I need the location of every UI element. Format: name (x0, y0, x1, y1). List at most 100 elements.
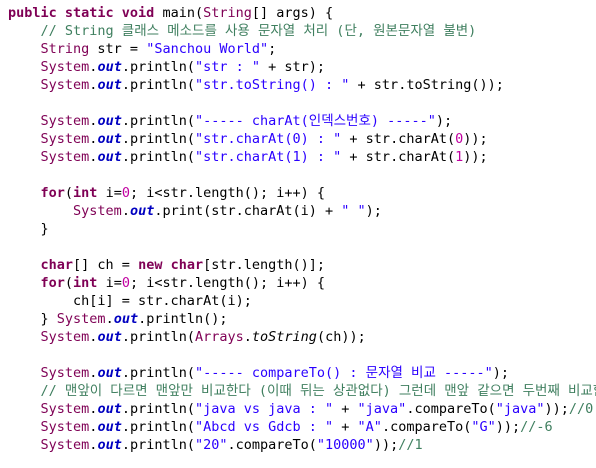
string-literal: "----- charAt(인덱스번호) -----" (194, 113, 436, 129)
string-literal: "str : " (194, 59, 261, 75)
code-line (8, 166, 596, 184)
code-token: .println( (121, 365, 195, 381)
code-token: + (333, 401, 358, 417)
code-token (8, 401, 41, 417)
keyword-token: int (73, 185, 98, 201)
static-field-token: out (97, 131, 122, 147)
code-line: for(int i=0; i<str.length(); i++) { (8, 184, 596, 202)
string-literal: "str.charAt(1) : " (194, 149, 342, 165)
static-field-token: out (97, 365, 122, 381)
code-token: str = (89, 41, 147, 57)
code-token (8, 23, 41, 39)
code-token: .println( (121, 149, 195, 165)
code-token (8, 185, 41, 201)
code-token: . (89, 365, 98, 381)
code-token: (ch)); (316, 329, 366, 345)
type-token: System (73, 203, 122, 219)
code-token: . (89, 59, 98, 75)
code-token: . (89, 419, 98, 435)
string-literal: "java" (357, 401, 407, 417)
static-field-token: out (97, 113, 122, 129)
code-token (8, 383, 41, 399)
code-line: public static void main(String[] args) { (8, 4, 596, 22)
code-token: . (89, 329, 98, 345)
type-token: System (40, 365, 90, 381)
code-token: . (121, 203, 130, 219)
code-line: String str = "Sanchou World"; (8, 40, 596, 58)
code-line: System.out.println("----- compareTo() : … (8, 364, 596, 382)
code-token: .println( (121, 329, 195, 345)
code-token: )); (463, 149, 488, 165)
comment-token: //0 (568, 401, 594, 417)
code-editor[interactable]: public static void main(String[] args) {… (8, 4, 596, 468)
static-field-token: out (113, 311, 139, 327)
comment-token: // 맨앞이 다르면 맨앞만 비교한다 (이때 뒤는 상관없다) 그런데 맨앞 … (40, 383, 596, 399)
code-line: System.out.println("Abcd vs Gdcb : " + "… (8, 418, 596, 436)
type-token: System (40, 329, 90, 345)
string-literal: "java vs java : " (194, 401, 334, 417)
string-literal: "Abcd vs Gdcb : " (194, 419, 334, 435)
code-token: .compareTo( (227, 437, 317, 453)
code-line (8, 94, 596, 112)
code-token: )); (463, 131, 488, 147)
code-token: [str.length()]; (203, 257, 326, 273)
string-literal: "str.toString() : " (194, 77, 350, 93)
code-token: ); (365, 203, 382, 219)
code-token: . (89, 131, 98, 147)
type-token: String (40, 41, 90, 57)
code-token: )); (495, 419, 521, 435)
string-literal: "G" (471, 419, 496, 435)
comment-token: //1 (398, 437, 423, 453)
type-token: System (40, 437, 90, 453)
code-token (8, 437, 41, 453)
number-literal: 0 (121, 275, 130, 291)
code-token: ch[i] = str.charAt(i); (8, 293, 252, 309)
code-line: ch[i] = str.charAt(i); (8, 292, 596, 310)
type-token: System (40, 419, 90, 435)
number-literal: 0 (121, 185, 130, 201)
static-field-token: out (97, 59, 122, 75)
code-token (8, 149, 41, 165)
code-line: char[] ch = new char[str.length()]; (8, 256, 596, 274)
static-field-token: out (97, 419, 122, 435)
number-literal: 1 (455, 149, 464, 165)
code-token: ; i<str.length(); i++) { (129, 185, 326, 201)
code-token: ; i<str.length(); i++) { (129, 275, 326, 291)
keyword-token: new char (138, 257, 204, 273)
code-token: . (89, 401, 98, 417)
code-token: + str.toString()); (349, 77, 504, 93)
code-token: .println( (121, 113, 195, 129)
code-token: )); (544, 401, 569, 417)
code-token: + (333, 419, 358, 435)
code-token: + str.charAt( (341, 131, 456, 147)
code-line: } (8, 220, 596, 238)
code-token: ); (492, 365, 510, 381)
code-token: i= (97, 275, 122, 291)
code-token (8, 419, 41, 435)
static-field-token: out (97, 149, 122, 165)
type-token: Arrays (194, 329, 244, 345)
code-line: System.out.println("java vs java : " + "… (8, 400, 596, 418)
code-line: System.out.println("str.toString() : " +… (8, 76, 596, 94)
code-token (8, 41, 41, 57)
code-token: main( (154, 5, 204, 21)
string-literal: "java" (495, 401, 545, 417)
code-token: [] args) { (251, 5, 334, 21)
comment-token: //-6 (520, 419, 553, 435)
code-token: . (89, 77, 98, 93)
type-token: System (40, 401, 90, 417)
code-token: .println( (121, 77, 195, 93)
code-token: .println( (121, 437, 195, 453)
code-line: for(int i=0; i<str.length(); i++) { (8, 274, 596, 292)
code-line (8, 238, 596, 256)
keyword-token: for (40, 185, 65, 201)
code-token (8, 257, 41, 273)
code-token: ); (435, 113, 453, 129)
code-token: .println( (121, 401, 195, 417)
code-token: . (89, 149, 98, 165)
static-method-token: toString (251, 329, 317, 345)
type-token: System (40, 77, 90, 93)
code-token: . (105, 311, 114, 327)
type-token: System (40, 113, 90, 129)
code-token: ( (64, 275, 74, 291)
